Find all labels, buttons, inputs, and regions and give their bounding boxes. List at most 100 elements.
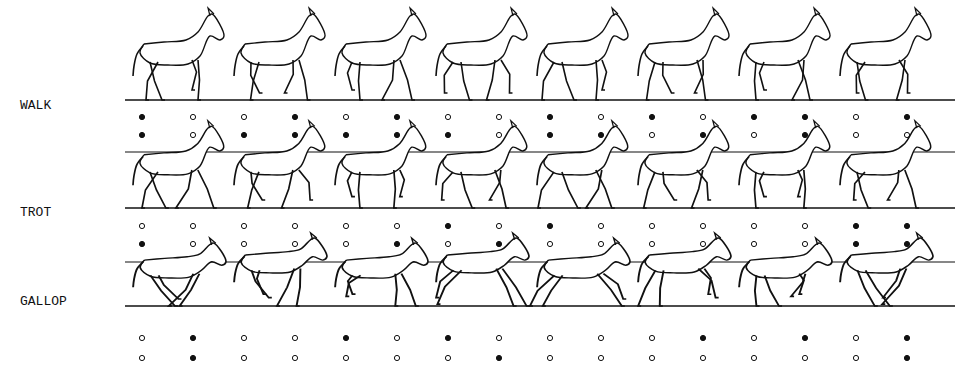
swing-dot xyxy=(139,335,144,340)
horse-ear xyxy=(511,121,517,129)
horse-leg xyxy=(798,60,813,100)
horse-tail xyxy=(133,157,143,186)
gait-row xyxy=(125,8,955,152)
horse-leg xyxy=(436,270,453,297)
gait-label: GALLOP xyxy=(20,295,67,308)
stance-dot xyxy=(394,241,399,246)
horse-leg xyxy=(692,170,703,208)
horse-leg xyxy=(866,270,893,306)
horse-body xyxy=(847,238,933,273)
swing-dot xyxy=(343,355,348,360)
horse-figure xyxy=(739,8,830,100)
swing-dot xyxy=(751,241,756,246)
horse-tail xyxy=(638,157,648,186)
horse-leg xyxy=(663,62,675,93)
horse-ear xyxy=(412,238,418,245)
stance-dot xyxy=(292,132,297,137)
horse-ear xyxy=(311,233,317,240)
horse-leg xyxy=(251,270,271,297)
horse-ear xyxy=(513,233,519,240)
stance-dot xyxy=(190,355,195,360)
horse-leg xyxy=(755,62,760,100)
gait-row xyxy=(125,233,955,361)
swing-dot xyxy=(649,355,654,360)
horse-leg xyxy=(495,170,509,208)
swing-dot xyxy=(190,132,195,137)
stance-dot xyxy=(445,223,450,228)
stance-dot xyxy=(649,114,654,119)
swing-dot xyxy=(751,132,756,137)
horse-body xyxy=(241,126,325,175)
horse-leg xyxy=(542,62,554,100)
swing-dot xyxy=(751,335,756,340)
stance-dot xyxy=(394,114,399,119)
swing-dot xyxy=(394,223,399,228)
horse-leg xyxy=(146,62,158,100)
horse-leg xyxy=(695,60,704,93)
horse-body xyxy=(342,126,426,175)
horse-leg xyxy=(538,172,554,208)
swing-dot xyxy=(700,241,705,246)
horse-leg xyxy=(394,170,397,208)
horse-leg xyxy=(442,172,453,200)
horse-leg xyxy=(562,172,581,208)
swing-dot xyxy=(445,355,450,360)
horse-leg xyxy=(437,270,461,304)
horse-figure xyxy=(638,8,729,100)
horse-tail xyxy=(234,157,244,186)
ground-line xyxy=(125,305,955,306)
horse-ear xyxy=(410,8,416,16)
swing-dot xyxy=(598,114,603,119)
swing-dot xyxy=(241,241,246,246)
horse-leg xyxy=(176,170,192,208)
horse-ear xyxy=(715,233,721,240)
swing-dot xyxy=(649,223,654,228)
horse-tail xyxy=(739,46,749,76)
horse-leg xyxy=(704,269,711,295)
horse-body xyxy=(443,14,527,65)
horse-leg xyxy=(760,62,768,90)
horse-ear xyxy=(612,121,618,129)
horse-leg xyxy=(285,60,294,93)
horse-ear xyxy=(612,8,618,16)
horse-leg xyxy=(638,270,655,306)
horse-tail xyxy=(840,257,850,283)
horse-leg xyxy=(804,170,807,208)
swing-dot xyxy=(649,335,654,340)
horse-body xyxy=(342,243,428,278)
swing-dot xyxy=(853,132,858,137)
swing-dot xyxy=(802,355,807,360)
horse-tail xyxy=(133,262,143,288)
swing-dot xyxy=(547,355,552,360)
horse-body xyxy=(645,126,729,175)
swing-dot xyxy=(751,355,756,360)
horse-ear xyxy=(309,121,315,129)
horse-ear xyxy=(915,8,921,16)
horse-leg xyxy=(647,62,655,100)
horse-leg xyxy=(562,62,577,100)
stance-dot xyxy=(904,241,909,246)
horse-leg xyxy=(401,274,418,306)
horse-leg xyxy=(299,170,313,200)
horse-leg xyxy=(501,60,512,93)
horse-body xyxy=(645,14,729,65)
horse-figure xyxy=(133,121,224,208)
horse-tail xyxy=(335,157,345,186)
horse-leg xyxy=(159,275,182,299)
swing-dot xyxy=(139,355,144,360)
horse-figure xyxy=(234,121,325,208)
horse-figure xyxy=(335,8,426,100)
horse-figure xyxy=(234,8,325,100)
horse-leg xyxy=(142,172,158,208)
horse-leg xyxy=(347,172,354,197)
horse-leg xyxy=(400,60,415,100)
swing-dot xyxy=(343,114,348,119)
swing-dot xyxy=(598,335,603,340)
stance-dot xyxy=(751,114,756,119)
swing-dot xyxy=(649,132,654,137)
stance-dot xyxy=(547,114,552,119)
swing-dot xyxy=(598,355,603,360)
stance-dot xyxy=(547,132,552,137)
horse-leg xyxy=(660,270,664,306)
swing-dot xyxy=(853,114,858,119)
